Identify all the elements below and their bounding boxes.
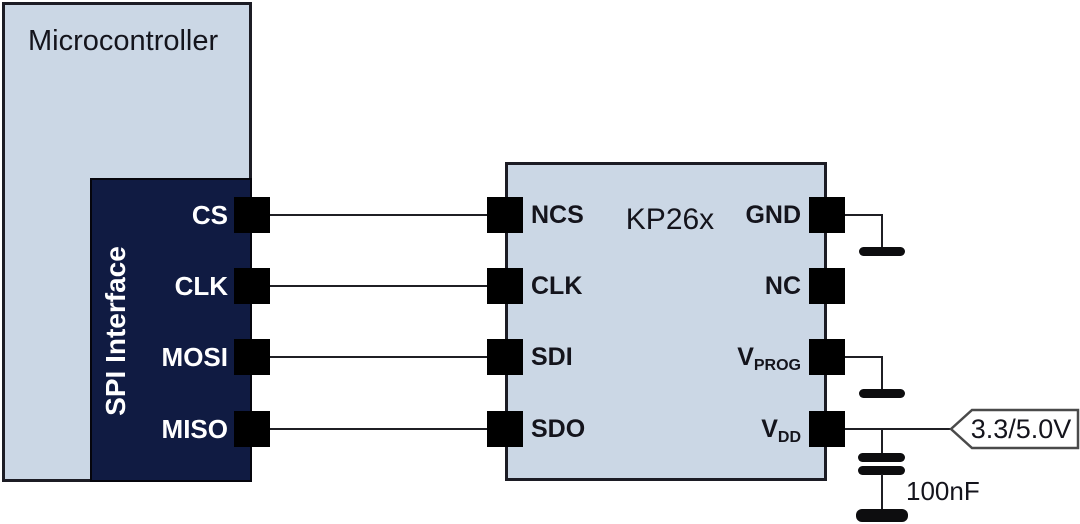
pin-kp26x-vprog bbox=[809, 339, 845, 375]
ground-symbol-vprog-icon bbox=[859, 389, 905, 398]
spi-pin-label-clk: CLK bbox=[174, 271, 228, 301]
spi-pin-label-mosi: MOSI bbox=[161, 342, 228, 372]
spi-interface-title: SPI Interface bbox=[100, 246, 131, 416]
kp26x-title: KP26x bbox=[625, 203, 715, 236]
kp26x-pin-label-sdi: SDI bbox=[531, 343, 573, 371]
pin-kp26x-sdi bbox=[487, 339, 523, 375]
pin-kp26x-gnd bbox=[809, 197, 845, 233]
kp26x-pin-label-ncs: NCS bbox=[531, 201, 584, 229]
kp26x-block bbox=[505, 162, 827, 481]
pin-kp26x-sdo bbox=[487, 411, 523, 447]
supply-voltage-label: 3.3/5.0V bbox=[970, 414, 1072, 444]
kp26x-pin-label-gnd: GND bbox=[745, 201, 801, 229]
spi-pin-label-cs: CS bbox=[191, 200, 228, 230]
pin-spi-cs bbox=[234, 197, 270, 233]
pin-kp26x-ncs bbox=[487, 197, 523, 233]
ground-symbol-gnd-icon bbox=[859, 247, 905, 256]
kp26x-pin-label-sdo: SDO bbox=[531, 415, 586, 443]
capacitor-plate-top-icon bbox=[858, 453, 905, 462]
kp26x-pin-label-nc: NC bbox=[764, 272, 801, 300]
supply-flag-icon bbox=[949, 408, 1080, 450]
spi-pin-label-miso: MISO bbox=[161, 414, 228, 444]
kp26x-pin-label-vdd: VDD bbox=[761, 415, 801, 446]
wire-gnd bbox=[827, 214, 883, 248]
spi-interface-block bbox=[90, 178, 252, 482]
pin-spi-clk bbox=[234, 268, 270, 304]
pin-kp26x-clk bbox=[487, 268, 523, 304]
pin-spi-mosi bbox=[234, 339, 270, 375]
kp26x-pin-label-clk: CLK bbox=[531, 272, 583, 300]
pin-kp26x-nc bbox=[809, 268, 845, 304]
ground-symbol-cap-icon bbox=[856, 509, 908, 522]
kp26x-pin-label-vprog: VPROG bbox=[737, 343, 801, 374]
pin-kp26x-vdd bbox=[809, 411, 845, 447]
capacitor-plate-bottom-icon bbox=[858, 466, 905, 475]
pin-spi-miso bbox=[234, 411, 270, 447]
capacitor-value-label: 100nF bbox=[906, 476, 980, 506]
microcontroller-title: Microcontroller bbox=[28, 25, 219, 57]
wire-vprog bbox=[827, 356, 883, 390]
